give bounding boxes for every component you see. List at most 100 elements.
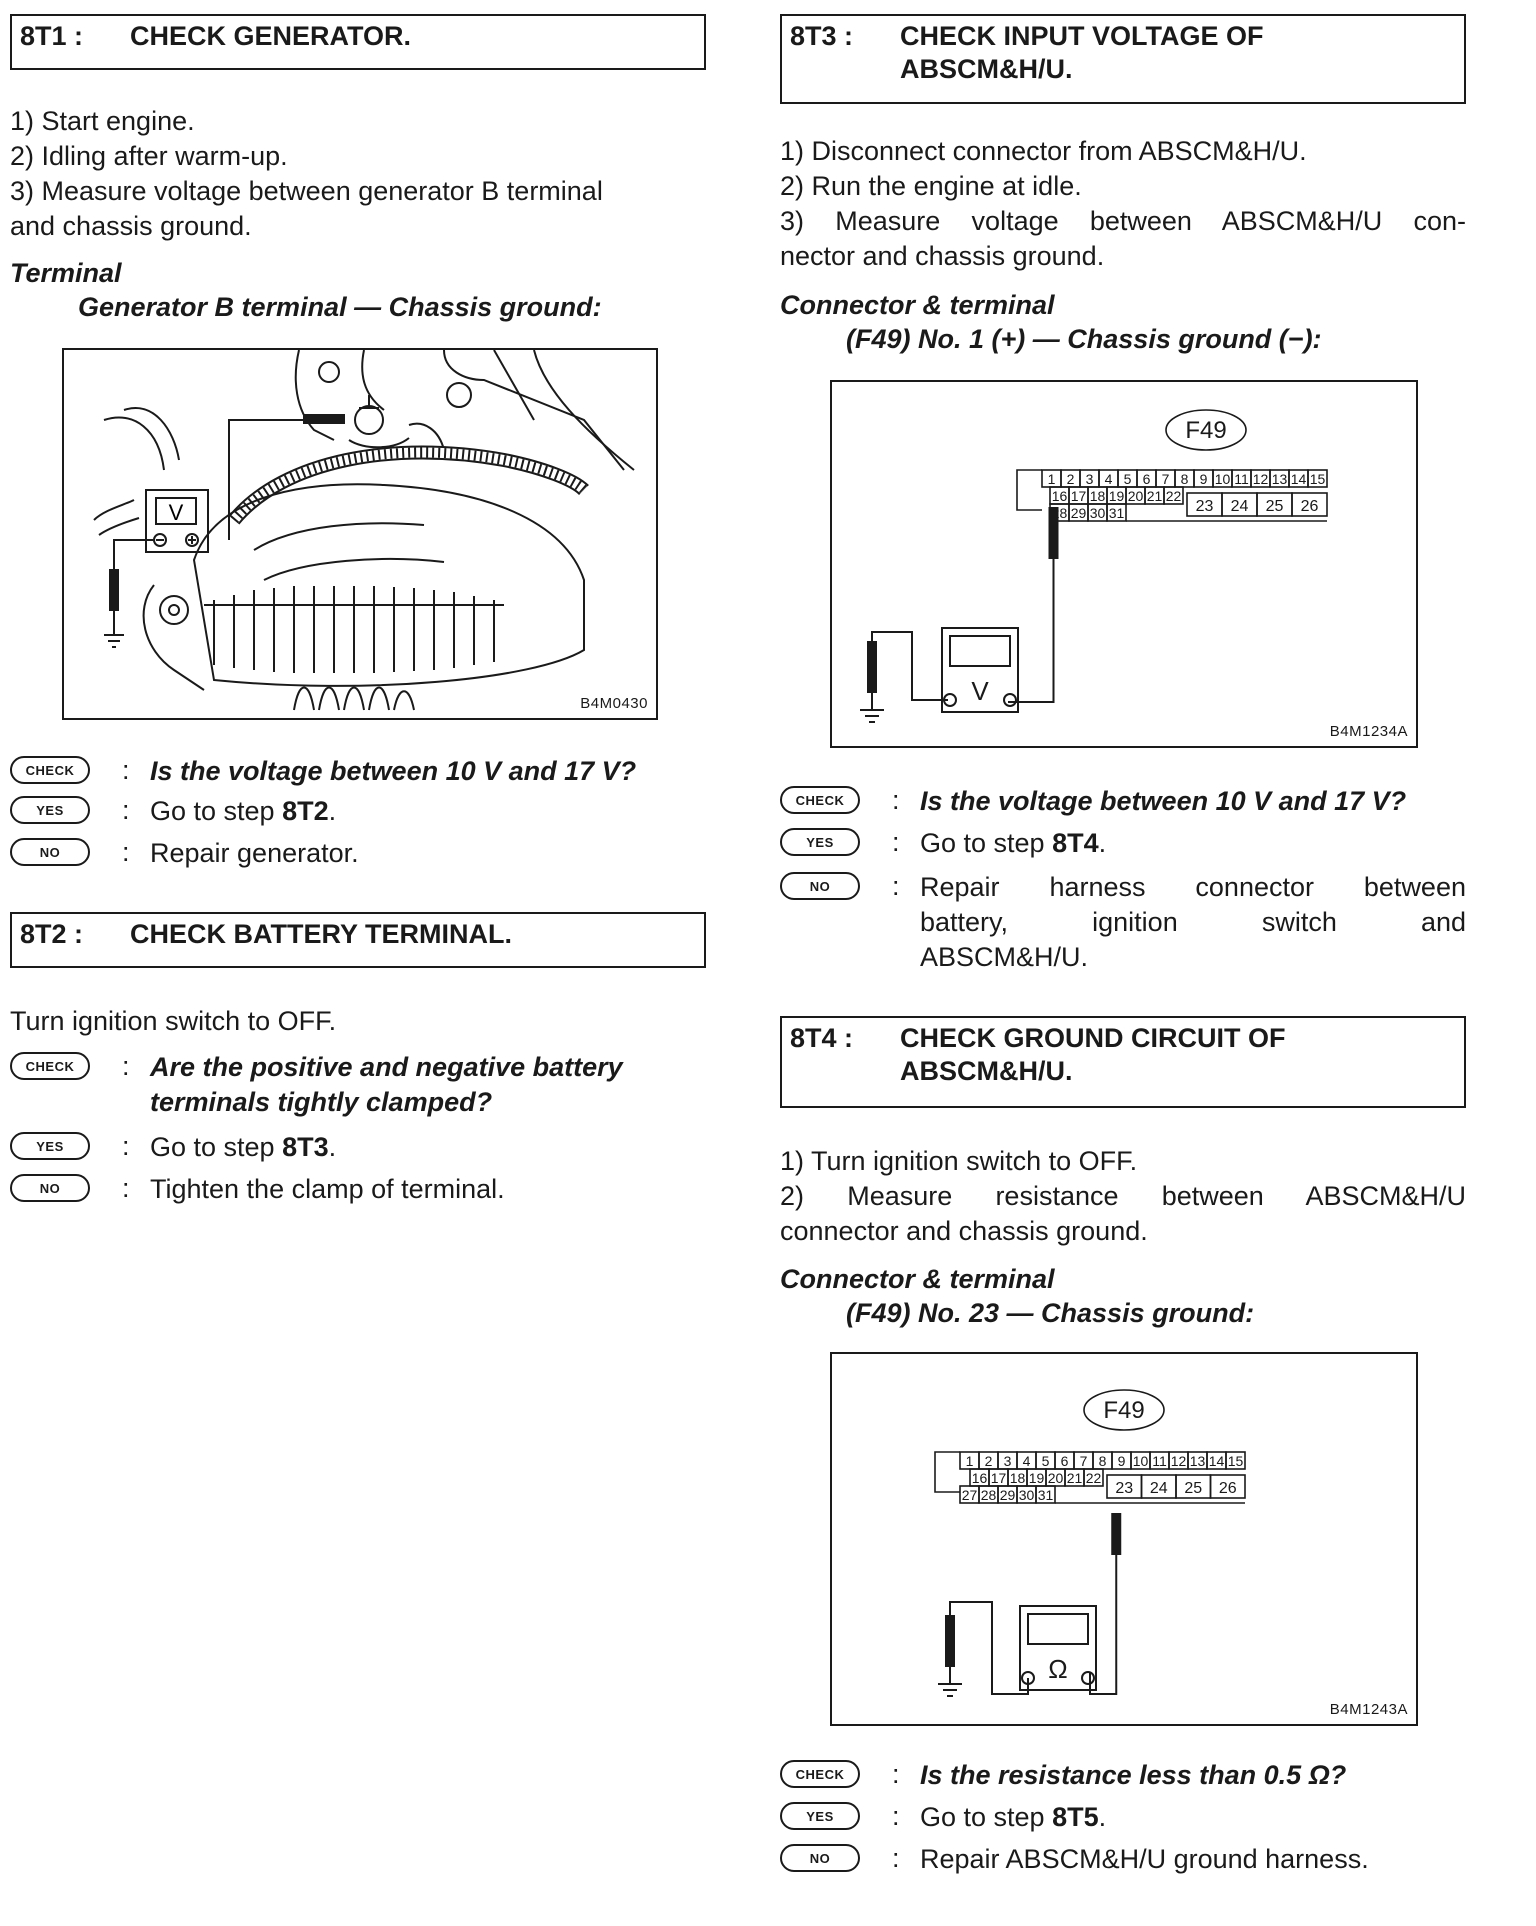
terminal-number: 7 xyxy=(1080,1453,1088,1469)
next-step-link[interactable]: 8T2 xyxy=(282,796,329,826)
connector-latch xyxy=(1016,469,1042,511)
meter-positive-jack xyxy=(1081,1671,1095,1685)
yes-row: YES : Go to step 8T2. xyxy=(10,794,710,830)
multimeter-body xyxy=(1019,1605,1097,1691)
terminal-number: 19 xyxy=(1029,1470,1045,1486)
step-number: 8T4 : xyxy=(790,1023,854,1053)
no-action: Repair ABSCM&H/U ground harness. xyxy=(920,1844,1369,1874)
terminal-label: Connector & terminal xyxy=(780,1264,1055,1294)
probe-leads xyxy=(945,1513,1122,1695)
terminal-number: 15 xyxy=(1310,471,1326,487)
ground-symbol xyxy=(860,692,884,723)
terminal-number: 13 xyxy=(1190,1453,1206,1469)
terminal-cell xyxy=(1163,486,1184,505)
yes-action: Go to step 8T2. xyxy=(150,796,337,826)
step-8t1-instructions: 1) Start engine. 2) Idling after warm-up… xyxy=(10,104,710,244)
yes-action: Go to step 8T4. xyxy=(920,828,1107,858)
step-8t4-instructions: 1) Turn ignition switch to OFF. 2) Measu… xyxy=(780,1144,1466,1249)
terminal-number: 4 xyxy=(1023,1453,1031,1469)
terminal-number: 30 xyxy=(1019,1487,1035,1503)
next-step-link[interactable]: 8T4 xyxy=(1052,828,1099,858)
multimeter-display xyxy=(1027,1613,1089,1645)
connector-group xyxy=(1016,409,1328,522)
terminal-number: 6 xyxy=(1143,471,1151,487)
yes-action: Go to step 8T3. xyxy=(150,1132,337,1162)
terminal-number: 20 xyxy=(1048,1470,1064,1486)
terminal-number: 13 xyxy=(1272,471,1288,487)
connector-label: F49 xyxy=(1185,417,1226,444)
terminal-number: 9 xyxy=(1118,1453,1126,1469)
instruction-line: nector and chassis ground. xyxy=(780,241,1105,271)
no-badge-icon: NO xyxy=(10,838,90,866)
generator-figure: V B4M0430 xyxy=(62,348,658,720)
terminal-number: 21 xyxy=(1147,488,1163,504)
terminal-number: 27 xyxy=(962,1487,978,1503)
terminal-cell xyxy=(1035,1485,1056,1504)
no-badge-icon: NO xyxy=(780,1844,860,1872)
instruction-line: 2) Idling after warm-up. xyxy=(10,141,288,171)
terminal-number: 18 xyxy=(1010,1470,1026,1486)
step-8t4-header: 8T4 : CHECK GROUND CIRCUIT OF ABSCM&H/U. xyxy=(780,1016,1466,1108)
positive-lead xyxy=(1089,1554,1118,1695)
terminal-cell xyxy=(1083,1468,1104,1487)
colon: : xyxy=(892,871,900,901)
step-title: CHECK GROUND CIRCUIT OF ABSCM&H/U. xyxy=(900,1023,1286,1086)
instruction-line: 1) Disconnect connector from ABSCM&H/U. xyxy=(780,136,1307,166)
terminal-cell xyxy=(1307,469,1328,488)
instruction-line: connector and chassis ground. xyxy=(780,1216,1148,1246)
terminal-number: 4 xyxy=(1105,471,1113,487)
terminal-number: 2 xyxy=(985,1453,993,1469)
step-8t2-header: 8T2 : CHECK BATTERY TERMINAL. xyxy=(10,912,706,968)
step-number: 8T1 : xyxy=(20,21,84,51)
terminal-number: 24 xyxy=(1231,498,1249,515)
voltmeter-symbol: V xyxy=(169,500,184,525)
no-action: Repair harness connector between battery… xyxy=(920,872,1466,972)
check-question: Is the voltage between 10 V and 17 V? xyxy=(920,786,1407,816)
terminal-number: 18 xyxy=(1090,488,1106,504)
terminal-number: 22 xyxy=(1166,488,1182,504)
colon: : xyxy=(892,827,900,857)
negative-probe xyxy=(867,641,877,693)
terminal-number: 14 xyxy=(1291,471,1307,487)
yes-action: Go to step 8T5. xyxy=(920,1802,1107,1832)
terminal-number: 25 xyxy=(1266,498,1284,515)
terminal-number: 12 xyxy=(1253,471,1269,487)
positive-probe xyxy=(1048,507,1059,559)
colon: : xyxy=(122,755,130,785)
next-step-link[interactable]: 8T3 xyxy=(282,1132,329,1162)
yes-badge-icon: YES xyxy=(10,796,90,824)
terminal-number: 8 xyxy=(1181,471,1189,487)
step-title: CHECK INPUT VOLTAGE OF ABSCM&H/U. xyxy=(900,21,1264,84)
terminal-number: 11 xyxy=(1234,471,1249,487)
no-row: NO : Repair generator. xyxy=(10,836,710,872)
next-step-link[interactable]: 8T5 xyxy=(1052,1802,1099,1832)
check-badge-icon: CHECK xyxy=(780,786,860,814)
colon: : xyxy=(122,837,130,867)
ground-lines xyxy=(938,1666,962,1697)
step-8t3-instructions: 1) Disconnect connector from ABSCM&H/U. … xyxy=(780,134,1466,274)
terminal-number: 6 xyxy=(1061,1453,1069,1469)
colon: : xyxy=(892,785,900,815)
terminal-number: 29 xyxy=(1000,1487,1016,1503)
connector-label-oval xyxy=(1165,409,1247,451)
check-badge-icon: CHECK xyxy=(10,756,90,784)
terminal-number: 16 xyxy=(972,1470,988,1486)
terminal-number: 15 xyxy=(1228,1453,1244,1469)
terminal-number: 1 xyxy=(1048,471,1056,487)
terminal-number: 7 xyxy=(1162,471,1170,487)
terminal-number: 24 xyxy=(1150,1480,1168,1497)
terminal-number: 12 xyxy=(1171,1453,1187,1469)
terminal-number: 3 xyxy=(1086,471,1094,487)
figure-code: B4M1234A xyxy=(1329,723,1408,740)
terminal-number: 22 xyxy=(1086,1470,1102,1486)
terminal-number: 10 xyxy=(1133,1453,1149,1469)
terminal-number: 26 xyxy=(1219,1480,1237,1497)
terminal-number: 17 xyxy=(991,1470,1007,1486)
check-badge-icon: CHECK xyxy=(780,1760,860,1788)
terminal-number: 23 xyxy=(1196,498,1214,515)
colon: : xyxy=(122,1051,130,1081)
